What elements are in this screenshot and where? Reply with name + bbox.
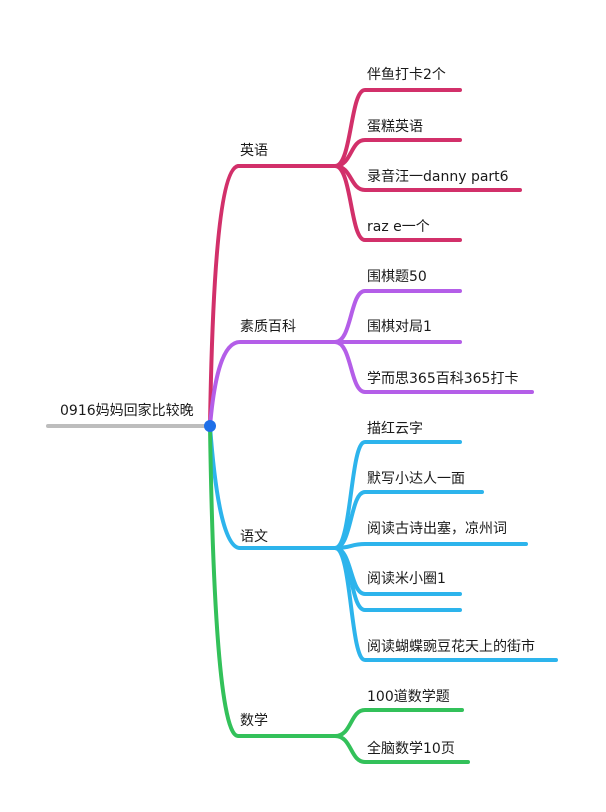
branch-math-lines <box>208 424 470 764</box>
leaf-math-2-line <box>333 734 470 764</box>
leaf-math-2[interactable]: 全脑数学10页 <box>367 741 455 757</box>
leaf-quality-3[interactable]: 学而思365百科365打卡 <box>367 371 519 387</box>
leaf-quality-1-line <box>333 289 462 344</box>
root-node-dot[interactable] <box>204 420 216 432</box>
branch-math-label[interactable]: 数学 <box>240 713 268 729</box>
leaf-chinese-4[interactable]: 阅读米小圈1 <box>367 571 446 587</box>
leaf-english-1[interactable]: 伴鱼打卡2个 <box>367 67 446 83</box>
branch-chinese-label[interactable]: 语文 <box>240 529 268 545</box>
leaf-english-2[interactable]: 蛋糕英语 <box>367 119 423 135</box>
leaf-quality-2[interactable]: 围棋对局1 <box>367 319 432 335</box>
branch-english-lines <box>208 88 522 428</box>
branch-english-trunk <box>208 164 337 428</box>
branch-chinese-trunk <box>208 424 337 550</box>
leaf-chinese-3[interactable]: 阅读古诗出塞，凉州词 <box>367 521 507 537</box>
branch-english-label[interactable]: 英语 <box>240 143 268 159</box>
root-topic[interactable]: 0916妈妈回家比较晚 <box>60 403 194 419</box>
leaf-chinese-2-line <box>333 490 484 550</box>
leaf-english-1-line <box>333 88 462 168</box>
branch-quality-trunk <box>208 340 337 428</box>
leaf-chinese-2[interactable]: 默写小达人一面 <box>367 471 465 487</box>
leaf-chinese-6[interactable]: 阅读蝴蝶豌豆花天上的街市 <box>367 639 535 655</box>
leaf-math-1[interactable]: 100道数学题 <box>367 689 450 705</box>
branch-quality-lines <box>208 289 534 428</box>
leaf-chinese-3-line <box>333 542 528 550</box>
branch-quality-label[interactable]: 素质百科 <box>240 319 296 335</box>
branch-math-trunk <box>208 424 337 738</box>
leaf-quality-3-line <box>333 340 534 394</box>
leaf-quality-1[interactable]: 围棋题50 <box>367 269 427 285</box>
leaf-english-4-line <box>333 164 462 242</box>
leaf-english-3[interactable]: 录音汪一danny part6 <box>367 169 509 185</box>
leaf-english-4[interactable]: raz e一个 <box>367 219 430 235</box>
leaf-chinese-1[interactable]: 描红云字 <box>367 421 423 437</box>
leaf-chinese-6-line <box>333 546 558 662</box>
leaf-english-2-line <box>333 138 462 168</box>
leaf-math-1-line <box>333 708 464 738</box>
